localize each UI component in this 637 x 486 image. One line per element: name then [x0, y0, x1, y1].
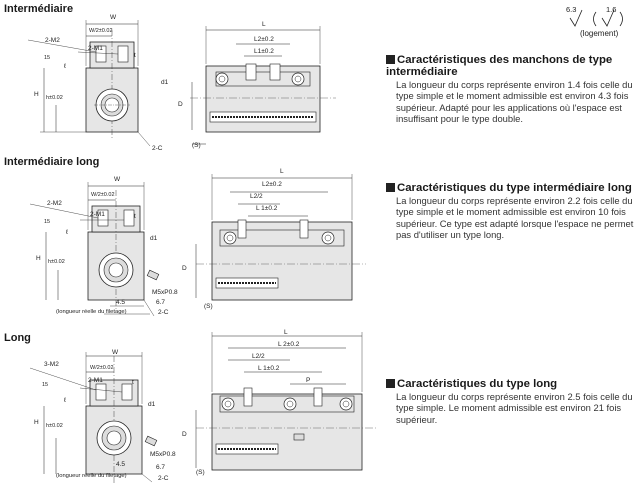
- drawing-long: [29, 332, 376, 484]
- dim-15: 15: [44, 55, 51, 61]
- dim-l: ℓ: [64, 397, 67, 404]
- dim-H: H: [34, 419, 39, 426]
- dim-D: D: [178, 101, 183, 108]
- dim-L2: L 2±0.2: [278, 341, 300, 348]
- dim-D: D: [182, 265, 187, 272]
- description-long: Caractéristiques du type long La longueu…: [386, 378, 634, 425]
- label-M1: 2-M1: [88, 377, 103, 384]
- drawing-intermediate-long: [29, 174, 366, 317]
- dim-W: W: [114, 176, 121, 183]
- dim-L1: L 1±0.2: [256, 205, 278, 212]
- label-M2: 2-M2: [45, 37, 60, 44]
- dim-S: (S): [196, 469, 205, 476]
- roughness-note: (logement): [580, 29, 619, 38]
- dim-67: 6.7: [156, 464, 166, 471]
- label-C: 2-C: [158, 475, 169, 482]
- dim-t: t: [132, 379, 134, 386]
- dim-l: ℓ: [66, 229, 69, 236]
- dim-H: H: [36, 255, 41, 262]
- dim-15: 15: [44, 219, 51, 225]
- dim-L: L: [284, 329, 288, 336]
- dim-L1: L 1±0.2: [258, 365, 280, 372]
- label-C: 2-C: [158, 309, 169, 316]
- dim-t: t: [134, 213, 136, 220]
- dim-L2half: L2/2: [250, 193, 263, 200]
- dim-L: L: [262, 21, 266, 28]
- dim-W2: W/2±0.02: [91, 192, 115, 198]
- description-intermediate: Caractéristiques des manchons de type in…: [386, 54, 634, 125]
- dim-L: L: [280, 168, 284, 175]
- dim-d1: d1: [161, 79, 169, 86]
- drawing-intermediate: [27, 20, 336, 147]
- label-M5: M5xP0.8: [152, 289, 178, 296]
- label-M3: 3-M2: [44, 361, 59, 368]
- dim-h: h±0.02: [46, 95, 63, 101]
- description-body: La longueur du corps représente environ …: [396, 391, 633, 425]
- section-title-intermediate-long: Intermédiaire long: [4, 156, 100, 168]
- dim-67: 6.7: [156, 299, 166, 306]
- dim-45: 4.5: [116, 299, 126, 306]
- dim-W2: W/2±0.02: [90, 365, 114, 371]
- label-thread: (longueur réelle du filetage): [56, 309, 127, 315]
- dim-S: (S): [192, 142, 201, 149]
- dim-d1: d1: [150, 235, 158, 242]
- label-M2: 2-M2: [47, 200, 62, 207]
- dim-P: P: [306, 377, 311, 384]
- roughness-check-icon: [569, 9, 623, 27]
- label-C: 2-C: [152, 145, 163, 152]
- dim-L1: L1±0.2: [254, 48, 274, 55]
- dim-W2: W/2±0.02: [89, 28, 113, 34]
- section-title-long: Long: [4, 332, 31, 344]
- label-M5: M5xP0.8: [150, 451, 176, 458]
- dim-l: ℓ: [64, 63, 67, 70]
- dim-S: (S): [204, 303, 213, 310]
- dim-L2: L2±0.2: [254, 36, 274, 43]
- dim-d1: d1: [148, 401, 156, 408]
- description-heading: Caractéristiques du type long: [386, 378, 634, 390]
- label-thread: (longueur réelle du filetage): [56, 473, 127, 479]
- label-M1: 2-M1: [90, 211, 105, 218]
- dim-H: H: [34, 91, 39, 98]
- dim-D: D: [182, 431, 187, 438]
- roughness-main: 6.3: [566, 5, 577, 14]
- dim-W: W: [112, 349, 119, 356]
- roughness-symbol: 6.3 1.6 (logement): [566, 4, 636, 42]
- label-M1: 2-M1: [88, 45, 103, 52]
- section-title-intermediate: Intermédiaire: [4, 3, 74, 15]
- roughness-sub: 1.6: [606, 5, 617, 14]
- dim-h: h±0.02: [46, 423, 63, 429]
- dim-L2half: L2/2: [252, 353, 265, 360]
- description-body: La longueur du corps représente environ …: [396, 79, 633, 125]
- description-body: La longueur du corps représente environ …: [396, 195, 634, 241]
- description-heading: Caractéristiques des manchons de type in…: [386, 54, 613, 78]
- description-heading: Caractéristiques du type intermédiaire l…: [386, 182, 634, 194]
- dim-t: t: [134, 52, 136, 59]
- dim-h: h±0.02: [48, 259, 65, 265]
- description-intermediate-long: Caractéristiques du type intermédiaire l…: [386, 182, 634, 241]
- dim-L2: L2±0.2: [262, 181, 282, 188]
- dim-W: W: [110, 14, 117, 21]
- dim-45: 4.5: [116, 461, 126, 468]
- dim-15: 15: [42, 382, 49, 388]
